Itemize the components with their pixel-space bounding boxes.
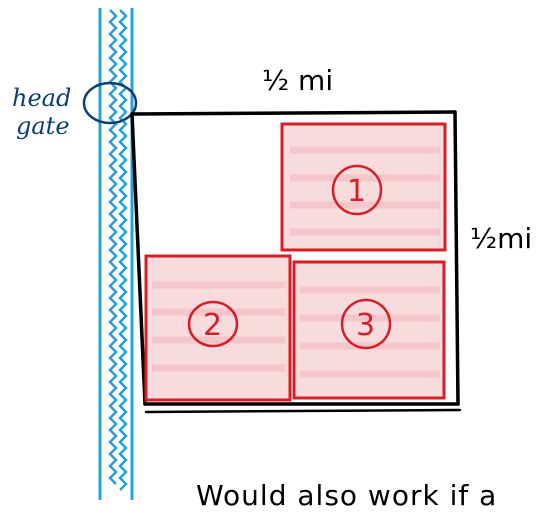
- plot-1-number: 1: [347, 174, 366, 209]
- caption-text: Would also work if a: [196, 479, 497, 512]
- plot-2-number: 2: [203, 308, 222, 343]
- head-gate-marker: [82, 81, 138, 125]
- property-boundary: [130, 110, 462, 414]
- height-dimension-label: ½mi: [470, 222, 532, 255]
- canal: [98, 8, 134, 500]
- width-dimension-label: ½ mi: [262, 64, 333, 97]
- plot-3-number: 3: [356, 308, 375, 343]
- plot-2: 2: [144, 254, 292, 402]
- head-gate-label-line2: gate: [16, 112, 70, 140]
- plot-3: 3: [292, 260, 446, 400]
- plot-1: 1: [280, 122, 447, 252]
- head-gate-label-line1: head: [12, 84, 71, 112]
